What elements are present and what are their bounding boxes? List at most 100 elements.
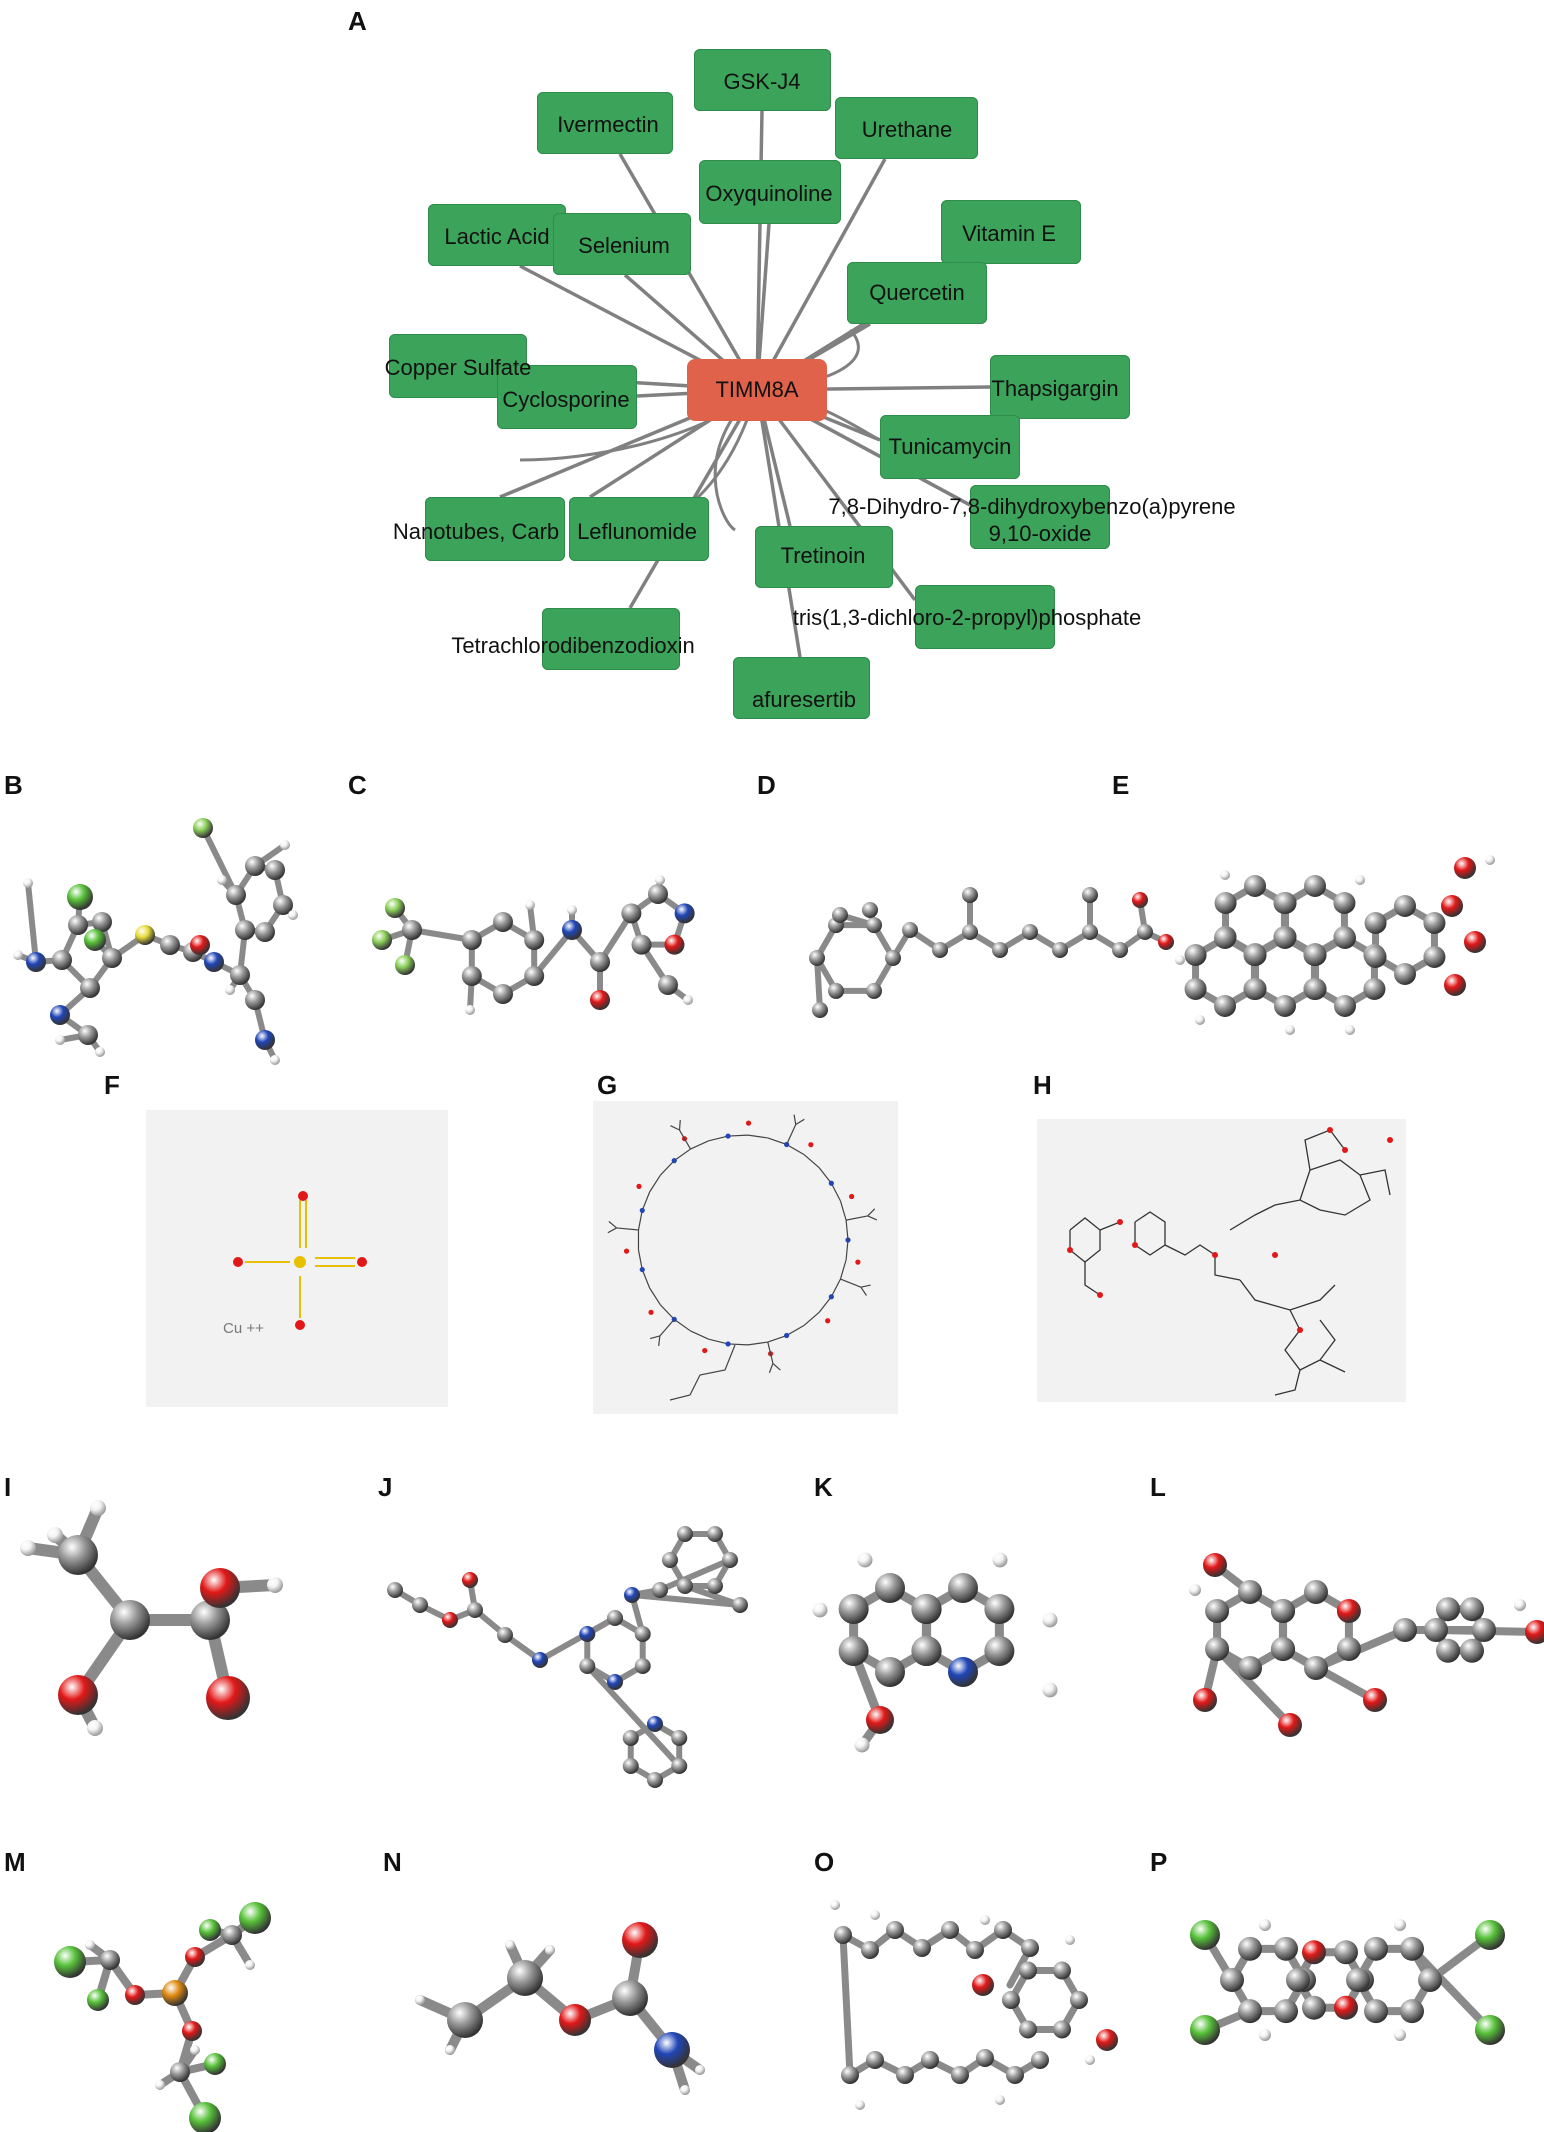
atom-c — [1214, 927, 1236, 949]
atom-c — [866, 982, 882, 999]
atom-c — [1424, 1618, 1448, 1642]
atom-h — [415, 1995, 425, 2005]
atom-o — [855, 1259, 861, 1265]
bond — [1279, 1645, 1379, 1704]
atom-h — [155, 2080, 165, 2090]
panel-letter-b: B — [4, 770, 23, 800]
atom-c — [1436, 1638, 1460, 1663]
atom-c — [707, 1577, 723, 1594]
bond — [786, 1325, 805, 1337]
network-node-label: tris(1,3-dichloro-2-propyl)phosphate — [792, 605, 1142, 630]
atom-c — [862, 902, 878, 918]
atom-c — [1070, 1991, 1088, 2009]
molecule-i-lactic-acid — [20, 1500, 283, 1736]
bond — [25, 880, 39, 965]
bond — [1304, 1129, 1346, 1171]
atom-c — [1184, 978, 1207, 1000]
bond — [728, 1343, 749, 1346]
atom-o — [866, 1706, 894, 1734]
bond — [660, 1160, 675, 1176]
network-node-label: afuresertib — [752, 687, 856, 712]
atom-o — [1464, 931, 1486, 953]
atom-c — [1364, 912, 1387, 934]
atom-c — [886, 1921, 904, 1939]
atom-c — [273, 895, 293, 915]
network-node-box-17 — [915, 585, 1055, 649]
bond — [772, 1362, 781, 1371]
panel-letter-a: A — [348, 6, 367, 36]
atom-c — [58, 1535, 98, 1575]
atom-n — [948, 1657, 978, 1687]
bond — [1164, 1244, 1241, 1281]
network-node-label: Copper Sulfate — [384, 355, 532, 380]
atom-n — [725, 1133, 731, 1139]
bond — [1319, 1359, 1346, 1373]
atom-f — [372, 930, 392, 950]
atom-h — [85, 1940, 95, 1950]
atom-s — [294, 1256, 306, 1268]
network-node-label: 9,10-oxide — [988, 521, 1092, 546]
atom-h — [1259, 2029, 1271, 2041]
atom-h — [545, 1945, 555, 1955]
atom-o — [1302, 1940, 1326, 1965]
atom-c — [1364, 1999, 1388, 2024]
atom-h — [995, 2095, 1005, 2105]
atom-c — [461, 966, 482, 986]
bond — [768, 1363, 774, 1373]
atom-h — [47, 1527, 63, 1543]
atom-h — [870, 1910, 880, 1920]
atom-h — [695, 2065, 705, 2075]
atom-c — [1460, 1638, 1484, 1663]
bond — [629, 1592, 743, 1608]
network-node-box-19 — [733, 657, 870, 719]
atom-c — [579, 1658, 596, 1674]
panel-letter-h: H — [1033, 1070, 1052, 1100]
atom-o — [1342, 1147, 1348, 1153]
atom-n — [579, 1626, 596, 1642]
molecule-o-vitamin-e — [830, 1900, 1118, 2110]
atom-c — [1304, 1580, 1328, 1604]
atom-h — [1285, 1025, 1295, 1035]
atom-h — [267, 1577, 283, 1593]
atom-c — [160, 935, 180, 955]
atom-c — [1363, 978, 1386, 1000]
atom-h — [1195, 1015, 1205, 1025]
atom-c — [245, 990, 265, 1010]
atom-c — [966, 1941, 984, 1959]
network-node-box-4 — [428, 204, 566, 266]
atom-c — [622, 1758, 639, 1774]
bond — [767, 1137, 787, 1146]
panel-letter-i: I — [4, 1472, 12, 1502]
network-node-label: Vitamin E — [962, 221, 1056, 246]
atom-h — [280, 840, 290, 850]
atom-c — [78, 1025, 98, 1045]
atom-h — [245, 1960, 255, 1970]
atom-o — [622, 1922, 658, 1958]
atom-c — [100, 1950, 120, 1970]
atom-c — [658, 975, 678, 995]
bond — [657, 1557, 733, 1593]
atom-c — [92, 912, 112, 932]
atom-h — [90, 1500, 106, 1516]
atom-c — [1333, 892, 1356, 914]
atom-n — [674, 903, 695, 924]
structure-h-background — [1037, 1119, 1406, 1402]
network-node-box-1 — [537, 92, 673, 154]
atom-c — [1205, 1599, 1230, 1623]
atom-c — [1400, 1999, 1424, 2024]
atom-c — [1400, 1936, 1424, 1961]
bond — [786, 1143, 805, 1155]
atom-c — [1238, 1656, 1262, 1680]
panel-letter-m: M — [4, 1847, 26, 1877]
network-node-box-3 — [699, 160, 841, 224]
atom-h — [1189, 1584, 1201, 1596]
atom-c — [226, 885, 246, 905]
bond — [767, 1334, 787, 1343]
bond — [200, 825, 239, 898]
atom-c — [896, 2066, 914, 2084]
panel-letter-o: O — [814, 1847, 835, 1877]
network-node-box-18 — [542, 608, 680, 670]
atom-c — [1244, 978, 1267, 1000]
atom-c — [1238, 1999, 1262, 2024]
atom-c — [255, 922, 275, 942]
